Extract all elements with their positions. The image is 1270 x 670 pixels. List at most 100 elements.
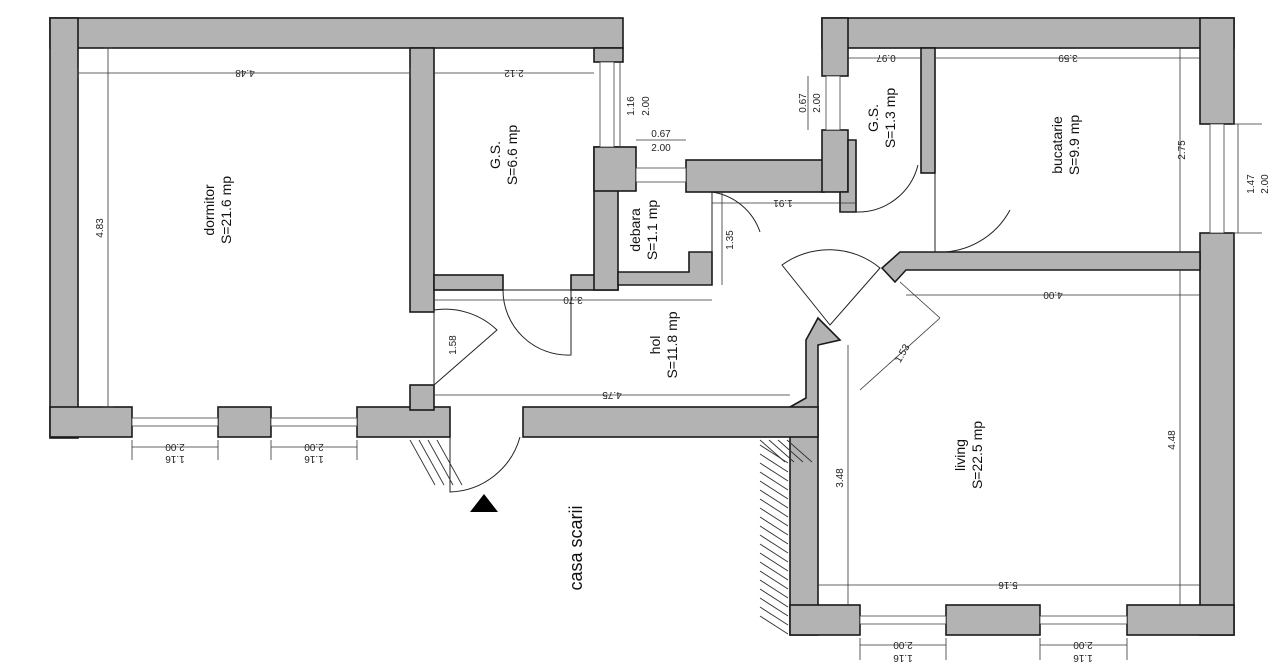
hatch-line [759, 570, 789, 590]
room-bucatarie-area: S=9.9 mp [1066, 115, 1082, 176]
dim-dormitor-height: 4.83 [95, 218, 106, 238]
wall-right-lower [1199, 232, 1235, 636]
walls [49, 17, 1235, 636]
hatch-line [418, 439, 445, 486]
hatch-line [759, 471, 789, 491]
dim-debara-height: 1.35 [725, 230, 736, 250]
wall-gs-bottom [433, 274, 504, 291]
room-gs1-name: G.S. [487, 141, 503, 169]
hatch-line [759, 489, 789, 509]
wall-hol-bottom [522, 406, 819, 438]
room-gs1-area: S=6.6 mp [504, 125, 520, 186]
dim-hol-width: 3.70 [563, 294, 583, 305]
dim-bucatarie-window-h: 2.00 [1260, 174, 1270, 194]
door-living [781, 249, 881, 326]
dim-win-liv-1-w: 1.16 [893, 652, 913, 663]
hatch-line [759, 498, 789, 518]
hatch-line [768, 439, 795, 463]
wall-left [49, 17, 79, 439]
dim-win-dorm-1-w: 1.16 [165, 453, 185, 464]
door-gs2 [855, 164, 919, 213]
dim-bucatarie-height: 2.75 [1177, 140, 1188, 160]
room-living-name: living [952, 439, 968, 471]
hatch-line [759, 588, 789, 608]
hatch-line [759, 525, 789, 545]
wall-bottom-liv-1 [789, 604, 861, 636]
wall-bottom-dorm-2 [217, 406, 272, 438]
dim-hol-door: 1.58 [448, 335, 459, 355]
door-debara [711, 191, 761, 252]
wall-bottom-dorm-1 [49, 406, 133, 438]
door-entrance [449, 436, 521, 493]
dim-living-right: 4.48 [1167, 430, 1178, 450]
hatch-line [759, 507, 789, 527]
dim-win-dorm-1-h: 2.00 [165, 441, 185, 452]
hatch-line [777, 439, 804, 463]
dim-bucatarie-window-w: 1.47 [1246, 174, 1257, 194]
hatch-line [759, 480, 789, 500]
staircase-hatch [409, 439, 813, 635]
room-debara-area: S=1.1 mp [644, 200, 660, 261]
hatch-line [759, 543, 789, 563]
room-debara-name: debara [627, 208, 643, 252]
window-gs1 [599, 61, 615, 148]
wall-debara-top [593, 146, 637, 192]
hatch-line [759, 453, 789, 473]
windows [131, 61, 1225, 625]
wall-dorm-gs [409, 47, 435, 313]
dim-debara-window-h: 2.00 [651, 143, 671, 154]
hatch-line [786, 439, 813, 463]
entrance-arrow-icon [470, 494, 498, 512]
hatch-line [759, 444, 789, 464]
dim-hol-long: 4.75 [602, 389, 622, 400]
dim-corridor-191: 1.91 [773, 197, 793, 208]
hatch-line [759, 615, 789, 635]
dim-win-dorm-2-h: 2.00 [304, 441, 324, 452]
door-bucatarie [934, 173, 1011, 253]
hatch-line [759, 597, 789, 617]
window-debara [635, 167, 687, 183]
room-dormitor-area: S=21.6 mp [218, 176, 234, 244]
hatch-line [759, 606, 789, 626]
window-dorm-1 [131, 417, 219, 427]
dim-gs2-window-h: 2.00 [812, 93, 823, 113]
wall-dorm-hol-bottom [409, 384, 435, 411]
wall-bottom-dorm-3 [356, 406, 451, 438]
dim-gs1-window-h: 2.00 [641, 96, 652, 116]
dim-win-dorm-2-w: 1.16 [304, 453, 324, 464]
hatch-line [759, 579, 789, 599]
dim-gs1-width: 2.12 [504, 67, 524, 78]
room-living-area: S=22.5 mp [969, 421, 985, 489]
dimension-lines [77, 47, 1262, 660]
wall-top-left [49, 17, 624, 49]
hatch-line [759, 552, 789, 572]
room-hol-area: S=11.8 mp [664, 311, 680, 378]
wall-right-top [1199, 17, 1235, 125]
hatch-line [759, 516, 789, 536]
window-liv-1 [859, 615, 947, 625]
doors [433, 164, 1011, 512]
wall-living-diag [789, 316, 842, 636]
dim-bucatarie-width: 3.59 [1058, 52, 1078, 63]
hatch-line [436, 439, 463, 486]
dim-dormitor-width: 4.48 [235, 67, 255, 78]
room-gs2-area: S=1.3 mp [882, 88, 898, 149]
hatch-line [759, 462, 789, 482]
wall-bottom-liv-3 [1126, 604, 1235, 636]
window-dorm-2 [270, 417, 358, 427]
wall-gs2-jog [839, 139, 857, 213]
wall-gs2-buc [920, 47, 936, 174]
window-liv-2 [1039, 615, 1128, 625]
hatch-line [759, 561, 789, 581]
dim-living-width-bottom: 5.16 [998, 579, 1018, 590]
room-hol-name: hol [647, 336, 663, 355]
window-bucatarie [1209, 123, 1225, 234]
staircase-label: casa scarii [566, 505, 586, 590]
dim-debara-window-w: 0.67 [651, 129, 671, 140]
hatch-line [427, 439, 454, 486]
window-gs2 [825, 75, 841, 131]
door-gs1 [502, 289, 572, 356]
wall-debara-right [617, 251, 713, 286]
room-bucatarie-name: bucatarie [1049, 116, 1065, 174]
